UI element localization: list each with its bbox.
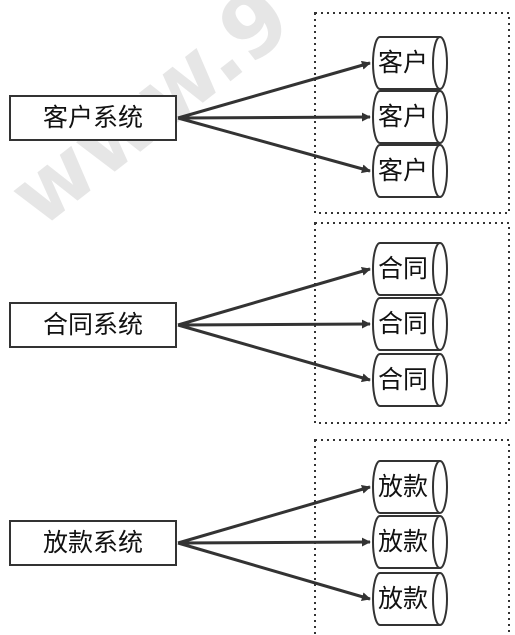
database-label: 合同 bbox=[378, 254, 428, 283]
database-label: 合同 bbox=[378, 365, 428, 394]
database-end-arc bbox=[432, 242, 441, 296]
database-end-arc bbox=[432, 515, 441, 569]
database-label: 放款 bbox=[378, 584, 428, 613]
database-group-container bbox=[314, 12, 510, 214]
arrow-connector bbox=[177, 484, 371, 545]
system-box bbox=[9, 302, 177, 348]
system-label: 客户系统 bbox=[43, 103, 143, 132]
system-box bbox=[9, 520, 177, 566]
arrow-connector bbox=[177, 112, 371, 122]
database-label: 放款 bbox=[378, 472, 428, 501]
arrow-connector bbox=[177, 266, 371, 327]
database-cylinder: 合同 bbox=[372, 242, 448, 296]
database-cylinder: 放款 bbox=[372, 460, 448, 514]
arrow-connector bbox=[177, 541, 371, 602]
database-label: 客户 bbox=[378, 102, 428, 131]
database-end-arc bbox=[432, 460, 441, 514]
database-end-arc bbox=[432, 36, 441, 90]
database-label: 合同 bbox=[378, 309, 428, 338]
database-end-arc bbox=[432, 90, 441, 144]
database-end-arc bbox=[432, 572, 441, 626]
database-label: 客户 bbox=[378, 156, 428, 185]
database-cylinder: 客户 bbox=[372, 36, 448, 90]
database-cylinder: 放款 bbox=[372, 572, 448, 626]
system-label: 合同系统 bbox=[43, 310, 143, 339]
arrow-connector bbox=[177, 323, 371, 383]
database-cylinder: 客户 bbox=[372, 144, 448, 198]
database-group-container bbox=[314, 439, 510, 635]
database-group-container bbox=[314, 222, 510, 424]
database-end-arc bbox=[432, 144, 441, 198]
database-cylinder: 合同 bbox=[372, 353, 448, 407]
database-cylinder: 客户 bbox=[372, 90, 448, 144]
database-end-arc bbox=[432, 353, 441, 407]
database-label: 客户 bbox=[378, 48, 428, 77]
arrow-connector bbox=[177, 60, 371, 120]
arrow-connector bbox=[177, 537, 371, 547]
system-label: 放款系统 bbox=[43, 528, 143, 557]
database-cylinder: 合同 bbox=[372, 297, 448, 351]
database-cylinder: 放款 bbox=[372, 515, 448, 569]
arrow-connector bbox=[177, 319, 371, 329]
database-label: 放款 bbox=[378, 527, 428, 556]
system-box bbox=[9, 95, 177, 141]
arrow-connector bbox=[177, 116, 371, 174]
database-end-arc bbox=[432, 297, 441, 351]
